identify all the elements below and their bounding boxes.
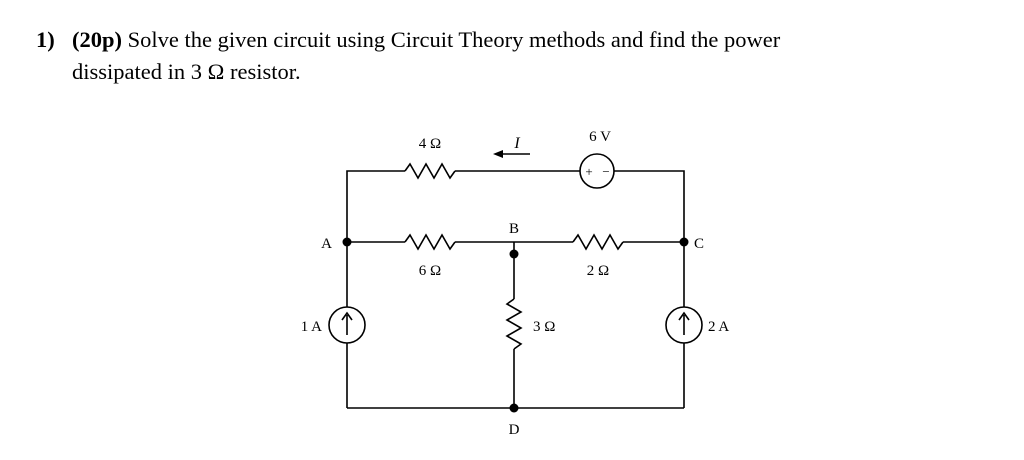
wire-top-right [614,170,685,242]
node-b-dot [509,249,519,259]
label-6ohm: 6 Ω [419,263,441,279]
resistor-2ohm [572,233,624,251]
resistor-3ohm [505,298,523,350]
current-source-2a [665,306,703,344]
question-points: (20p) [72,27,122,52]
node-c-dot [679,237,689,247]
label-2a: 2 A [708,319,729,335]
question-block: 1) (20p) Solve the given circuit using Ci… [36,24,780,88]
resistor-4ohm [404,162,456,180]
label-1a: 1 A [301,319,322,335]
label-node-a: A [321,236,332,252]
label-plus: + [585,164,592,179]
label-node-b: B [509,221,519,237]
label-4ohm: 4 Ω [419,136,441,152]
label-2ohm: 2 Ω [587,263,609,279]
resistor-6ohm [404,233,456,251]
question-number: 1) [36,27,55,52]
arrow-up-icon [341,311,353,335]
label-node-c: C [694,236,704,252]
arrow-left-icon [493,150,503,158]
node-d-dot [509,403,519,413]
question-line-1: 1) (20p) Solve the given circuit using Ci… [36,24,780,56]
wire-top-left [346,170,405,242]
question-line-2: dissipated in 3 Ω resistor. [36,56,780,88]
arrow-up-icon [678,311,690,335]
current-source-1a [328,306,366,344]
label-6v: 6 V [589,129,611,145]
node-a-dot [342,237,352,247]
label-node-d: D [509,422,520,438]
label-current-i: I [513,135,520,152]
question-text-2: dissipated in 3 Ω resistor. [72,59,301,84]
label-3ohm: 3 Ω [533,319,555,335]
label-minus: − [602,164,609,179]
question-text-1: Solve the given circuit using Circuit Th… [122,27,781,52]
